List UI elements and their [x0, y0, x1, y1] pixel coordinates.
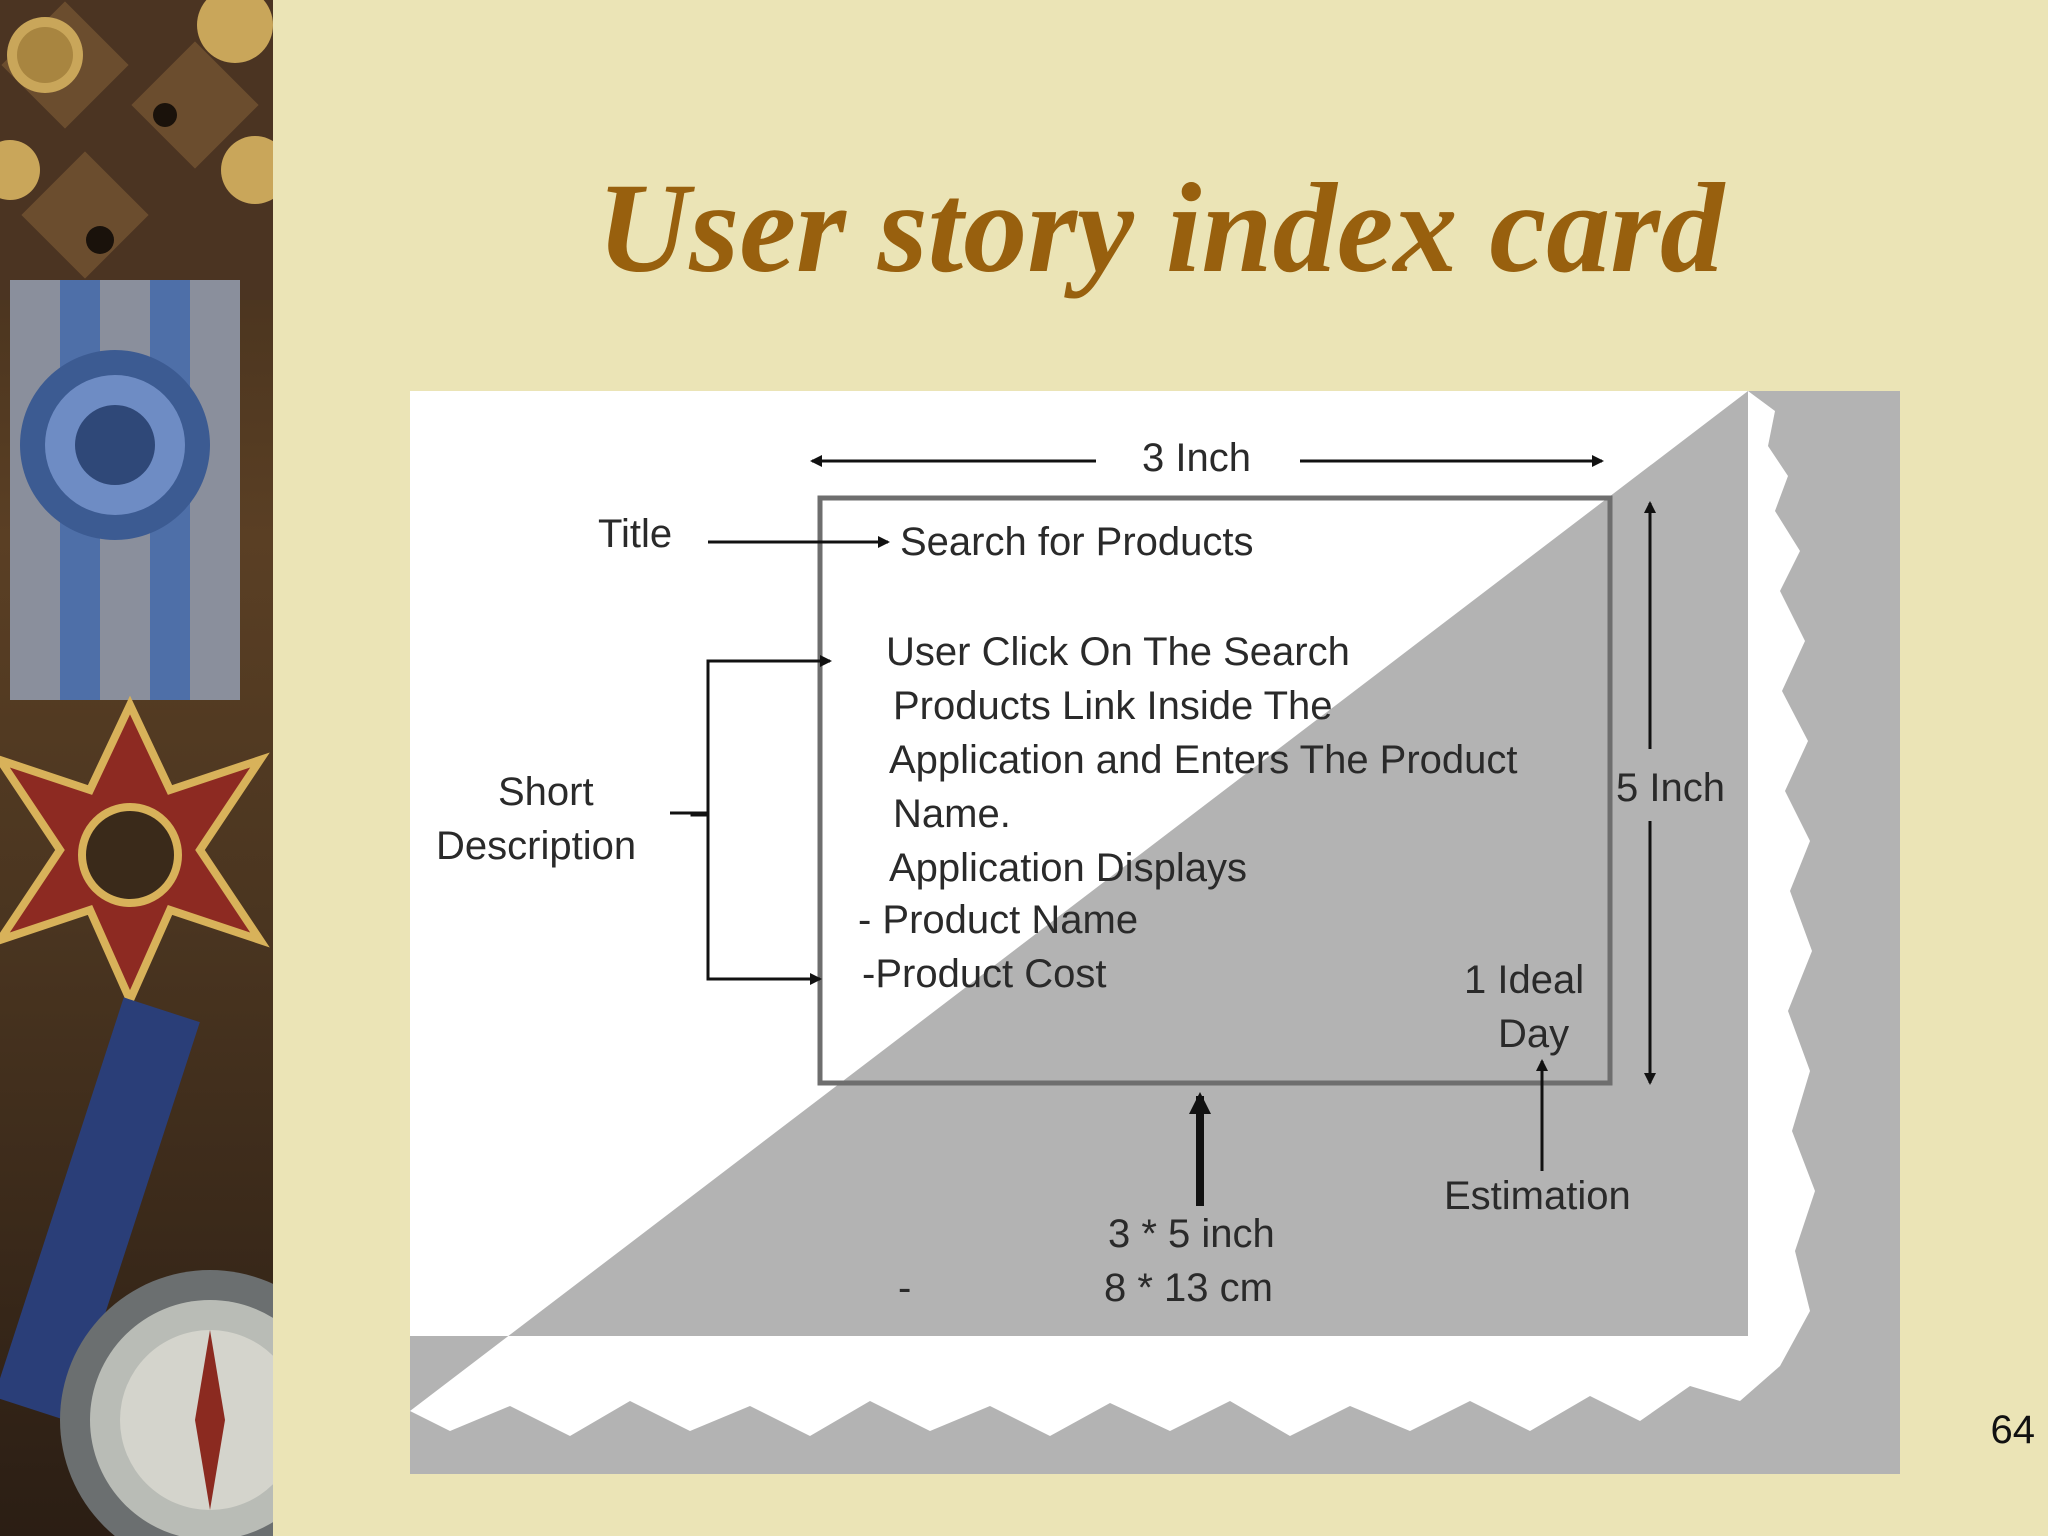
short-description-label-line-2: Description	[436, 824, 637, 868]
card-description-line-1: User Click On The Search	[886, 630, 1350, 674]
title-label: Title	[598, 512, 673, 556]
card-estimate-line-2: Day	[1498, 1012, 1570, 1056]
card-description-line-5: Application Displays	[889, 846, 1247, 890]
diagram-graphics	[410, 391, 1900, 1474]
medal-icon	[0, 280, 270, 1010]
estimation-label: Estimation	[1444, 1174, 1631, 1218]
width-label: 3 Inch	[1142, 436, 1251, 480]
index-card-diagram: 3 Inch 5 Inch Title Short Description Se…	[410, 391, 1900, 1474]
height-label: 5 Inch	[1616, 766, 1725, 810]
short-description-label-line-1: Short	[498, 770, 594, 814]
card-description-line-7: -Product Cost	[862, 952, 1107, 996]
card-title: Search for Products	[900, 520, 1254, 564]
description-bracket	[690, 655, 832, 817]
torn-edge-shadow	[410, 391, 1900, 1474]
card-description-line-3: Application and Enters The Product	[889, 738, 1518, 782]
index-card	[817, 495, 1613, 1086]
size-note-line-2: 8 * 13 cm	[1104, 1266, 1273, 1310]
stray-dash: -	[898, 1266, 912, 1310]
compass-icon	[60, 1270, 273, 1536]
description-bracket-bottom	[706, 813, 822, 985]
card-description-line-2: Products Link Inside The	[893, 684, 1333, 728]
slide-title: User story index card	[596, 157, 1725, 299]
page-number: 64	[1990, 1408, 2036, 1452]
card-estimate-line-1: 1 Ideal	[1464, 958, 1585, 1002]
size-note-line-1: 3 * 5 inch	[1108, 1212, 1275, 1256]
card-description-line-4: Name.	[893, 792, 1011, 836]
card-description-line-6: - Product Name	[858, 898, 1139, 942]
decorative-photo-strip	[0, 0, 273, 1536]
